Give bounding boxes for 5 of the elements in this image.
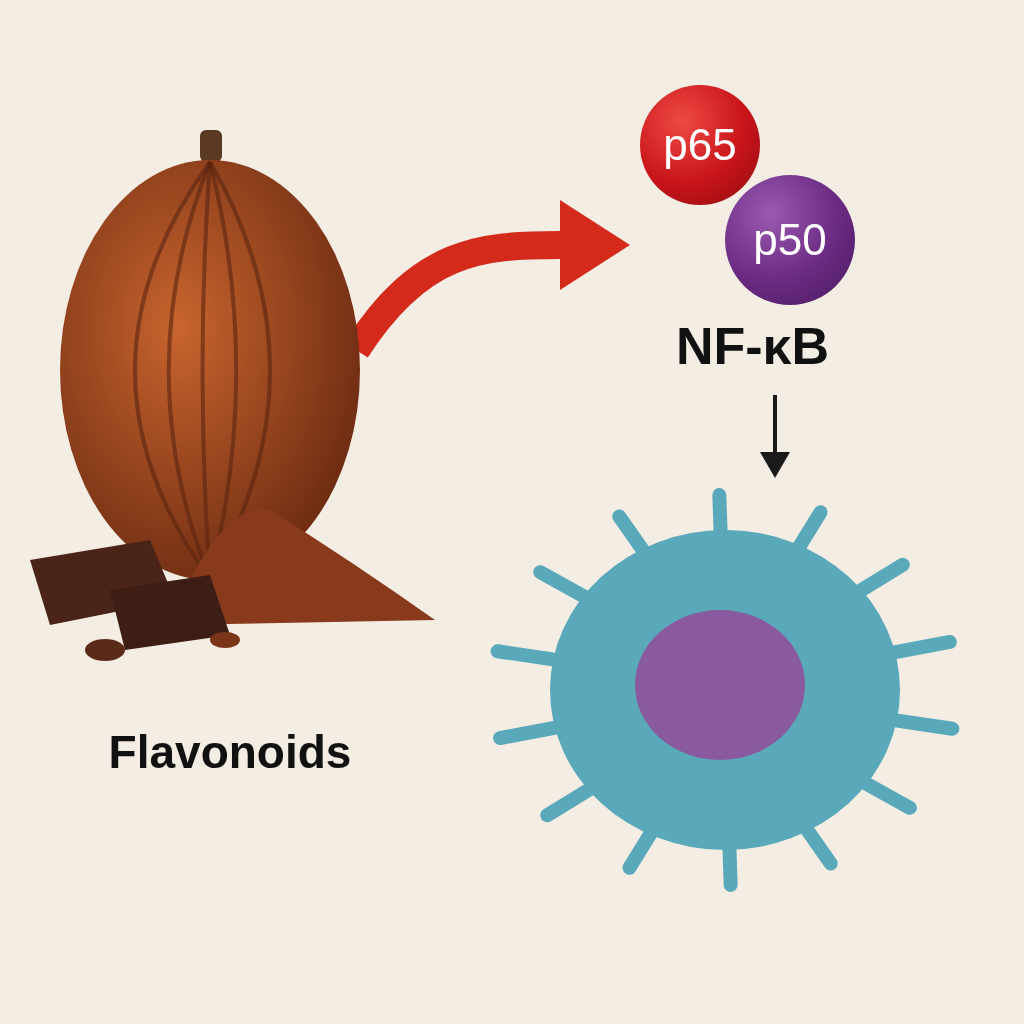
protein-circle: p65 bbox=[640, 85, 760, 205]
arrow bbox=[760, 395, 790, 478]
protein-circle: p50 bbox=[725, 175, 855, 305]
caption-label: Flavonoids bbox=[107, 725, 353, 779]
complex-label: NF-κB bbox=[674, 316, 831, 376]
